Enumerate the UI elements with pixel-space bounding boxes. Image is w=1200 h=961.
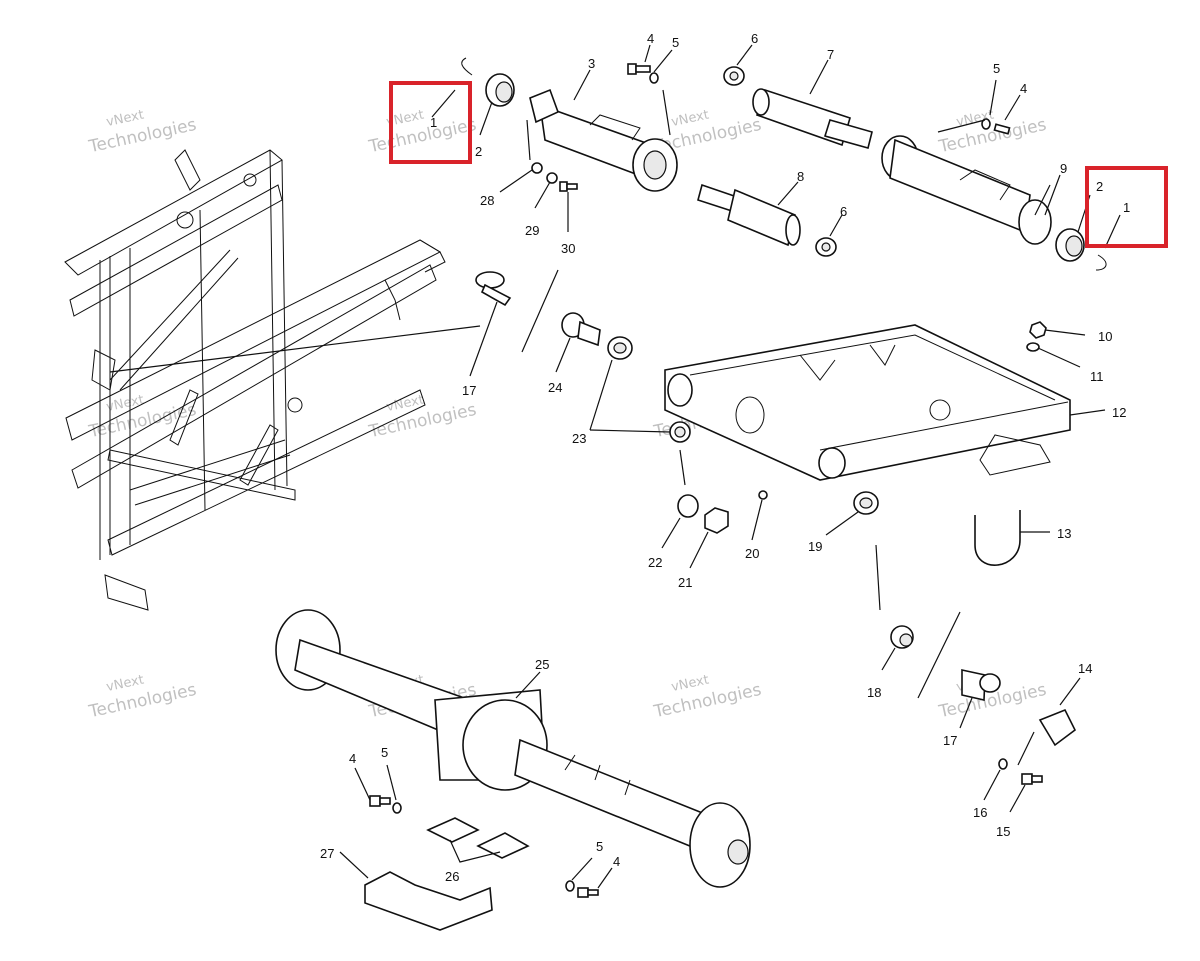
callout-labels: 1 2 3 4 5 6 7 5 4 9 2 1 8 6 28 29 30 10 … <box>320 31 1130 884</box>
callout-label: 5 <box>672 35 679 50</box>
washer-part <box>531 162 543 174</box>
skid-guard-part <box>364 871 493 931</box>
callout-label: 25 <box>535 657 549 672</box>
washer-part <box>981 118 991 130</box>
fitting-part <box>890 625 914 649</box>
callout-label: 5 <box>993 61 1000 76</box>
callout-label: 3 <box>588 56 595 71</box>
bolt-part <box>993 123 1011 135</box>
pivot-shaft-part <box>697 183 801 247</box>
washer-part <box>392 802 402 814</box>
fitting-part <box>561 312 601 347</box>
callout-label: 6 <box>840 204 847 219</box>
callout-label: 7 <box>827 47 834 62</box>
pivot-housing-part <box>529 88 678 192</box>
callout-label: 27 <box>320 846 334 861</box>
callout-label: 8 <box>797 169 804 184</box>
parts <box>275 57 1107 931</box>
washer-part <box>546 172 558 184</box>
bushing-part <box>853 491 879 515</box>
callout-label: 12 <box>1112 405 1126 420</box>
callout-label: 4 <box>349 751 356 766</box>
callout-label: 5 <box>596 839 603 854</box>
washer-part <box>565 880 575 892</box>
watermark: vNext Technologies <box>86 673 198 723</box>
highlight-box-part-1-right <box>1085 166 1168 248</box>
callout-label: 5 <box>381 745 388 760</box>
washer-part <box>1026 342 1040 352</box>
callout-label: 4 <box>647 31 654 46</box>
callout-label: 14 <box>1078 661 1092 676</box>
bushing-part <box>669 421 691 443</box>
callout-label: 9 <box>1060 161 1067 176</box>
highlight-boxes <box>389 81 1168 248</box>
callout-label: 1 <box>430 115 437 130</box>
callout-label: 4 <box>1020 81 1027 96</box>
callout-label: 29 <box>525 223 539 238</box>
swing-arm-part <box>664 324 1071 481</box>
shield-part <box>1038 708 1077 747</box>
bushing-part <box>485 73 515 107</box>
vehicle-frame <box>64 149 446 611</box>
nut-part <box>1029 321 1047 339</box>
callout-label: 11 <box>1090 369 1104 384</box>
callout-label: 22 <box>648 555 662 570</box>
watermark: vNext Technologies <box>86 108 198 158</box>
callout-label: 4 <box>613 854 620 869</box>
bushing-part <box>1055 228 1085 262</box>
callout-label: 30 <box>561 241 575 256</box>
washer-part <box>677 494 699 518</box>
bolt-part <box>559 181 578 192</box>
callout-label: 1 <box>1123 200 1130 215</box>
callout-label: 24 <box>548 380 562 395</box>
pivot-pin-part <box>475 271 512 307</box>
washer-part <box>998 758 1008 770</box>
snap-ring-part <box>461 57 473 76</box>
callout-label: 18 <box>867 685 881 700</box>
rear-axle-part <box>275 609 751 888</box>
callout-label: 28 <box>480 193 494 208</box>
nut-part <box>704 507 729 534</box>
bolt-part <box>577 887 599 898</box>
callout-label: 17 <box>943 733 957 748</box>
bolt-part <box>369 795 391 807</box>
pivot-housing-part <box>881 135 1052 245</box>
washer-part <box>649 72 659 84</box>
pad-part <box>426 817 480 843</box>
leader-lines <box>109 44 1121 889</box>
spacer-part <box>815 237 837 257</box>
highlight-box-part-1-left <box>389 81 472 164</box>
watermark: vNext Technologies <box>936 108 1048 158</box>
callout-label: 19 <box>808 539 822 554</box>
callout-label: 2 <box>475 144 482 159</box>
callout-label: 2 <box>1096 179 1103 194</box>
callout-label: 17 <box>462 383 476 398</box>
callout-label: 6 <box>751 31 758 46</box>
callout-label: 16 <box>973 805 987 820</box>
callout-label: 13 <box>1057 526 1071 541</box>
callout-label: 23 <box>572 431 586 446</box>
snap-ring-part <box>1095 254 1107 271</box>
watermark: vNext Technologies <box>366 108 478 158</box>
pivot-shaft-part <box>752 88 873 149</box>
callout-label: 15 <box>996 824 1010 839</box>
bolt-part <box>627 63 651 75</box>
bushing-part <box>607 336 633 360</box>
pad-part <box>476 832 530 859</box>
grease-fitting-part <box>758 490 768 500</box>
callout-label: 26 <box>445 869 459 884</box>
callout-label: 21 <box>678 575 692 590</box>
bolt-part <box>1021 773 1043 785</box>
callout-label: 20 <box>745 546 759 561</box>
pivot-pin-part <box>961 669 1001 701</box>
callout-label: 10 <box>1098 329 1112 344</box>
spacer-part <box>723 66 745 86</box>
watermark: vNext Technologies <box>651 673 763 723</box>
